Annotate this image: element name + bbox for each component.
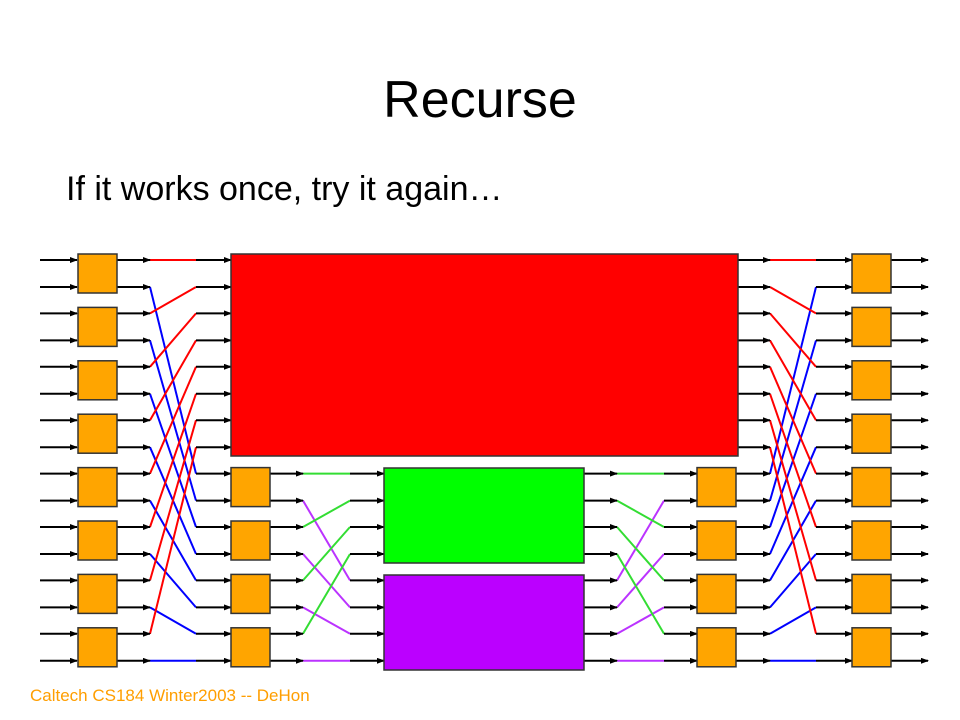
wire-left-upper	[149, 286, 197, 315]
outer-switch-right	[851, 306, 892, 348]
inner-subnetwork-upper	[383, 467, 585, 564]
outer-switch-left	[77, 253, 118, 294]
wire-inner-left-lower	[302, 500, 351, 581]
wire-inner-right-lower	[616, 553, 665, 609]
wire-left-upper	[149, 393, 197, 528]
wire-inner-right-upper	[616, 526, 665, 582]
outer-switch-left	[77, 520, 118, 561]
inner-switch-left	[230, 466, 271, 508]
wire-inner-left-upper	[302, 526, 351, 582]
outer-switch-left	[77, 466, 118, 508]
inner-switch-left	[230, 627, 271, 668]
outer-switch-right	[851, 413, 892, 454]
outer-switch-right	[851, 627, 892, 668]
inner-switch-right	[696, 520, 737, 561]
wire-inner-right-lower	[616, 500, 665, 581]
outer-switch-right	[851, 573, 892, 615]
wire-right-upper	[769, 339, 817, 421]
inner-subnetwork-lower	[383, 574, 585, 671]
wire-right-upper	[769, 419, 817, 581]
wire-right-upper	[769, 366, 817, 474]
inner-switch-left	[230, 573, 271, 615]
top-subnetwork	[230, 253, 739, 457]
outer-switch-right	[851, 360, 892, 401]
wire-left-upper	[149, 419, 197, 581]
wire-inner-left-lower	[302, 606, 351, 635]
wire-left-upper	[149, 366, 197, 474]
outer-switch-right	[851, 520, 892, 561]
wire-left-upper	[149, 312, 197, 368]
outer-switch-left	[77, 627, 118, 668]
wire-left-upper	[149, 339, 197, 421]
slide-title: Recurse	[383, 71, 577, 129]
outer-switch-right	[851, 253, 892, 294]
wire-right-lower	[769, 553, 817, 609]
outer-switch-left	[77, 306, 118, 348]
slide-bullet: If it works once, try it again…	[66, 170, 503, 208]
wire-right-upper	[769, 286, 817, 315]
wire-right-lower	[769, 606, 817, 635]
outer-switch-left	[77, 413, 118, 454]
outer-switch-right	[851, 466, 892, 508]
inner-switch-right	[696, 627, 737, 668]
wire-left-upper	[149, 446, 197, 635]
inner-switch-right	[696, 466, 737, 508]
outer-switch-left	[77, 360, 118, 401]
slide-footer: Caltech CS184 Winter2003 -- DeHon	[30, 686, 310, 705]
inner-switch-right	[696, 573, 737, 615]
inner-switch-left	[230, 520, 271, 561]
wire-inner-left-upper	[302, 499, 351, 528]
wire-left-lower	[149, 606, 197, 635]
wire-right-upper	[769, 446, 817, 635]
wire-inner-right-upper	[616, 499, 665, 528]
outer-switch-left	[77, 573, 118, 615]
wire-left-lower	[149, 553, 197, 609]
wire-inner-left-lower	[302, 553, 351, 609]
wire-inner-right-upper	[616, 553, 665, 635]
wire-inner-left-upper	[302, 553, 351, 635]
wire-inner-right-lower	[616, 606, 665, 635]
wire-right-upper	[769, 393, 817, 528]
wire-right-upper	[769, 312, 817, 368]
